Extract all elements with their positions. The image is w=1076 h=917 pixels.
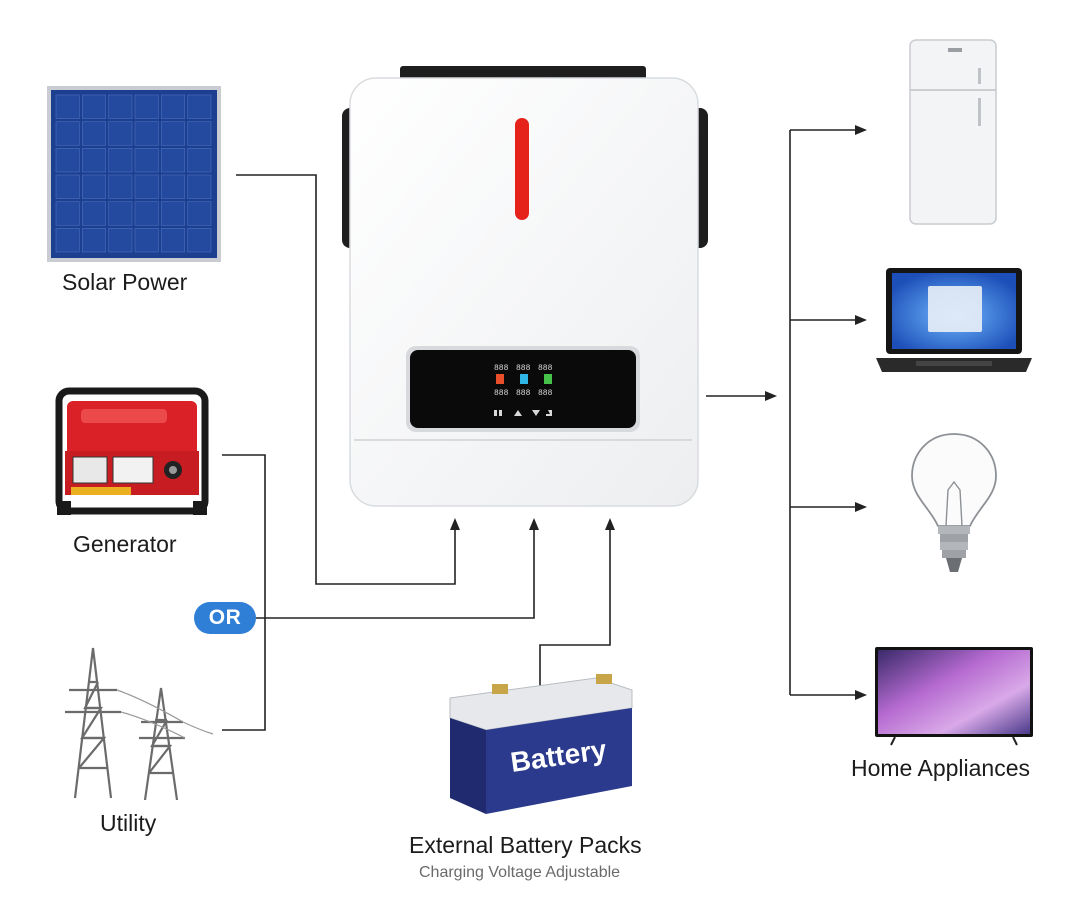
solar-cell [187, 121, 212, 146]
grid-wire [256, 518, 539, 619]
solar-cell [55, 94, 80, 119]
battery-subcaption: Charging Voltage Adjustable [419, 864, 621, 881]
solar-cell [82, 148, 106, 173]
home-appliances-label: Home Appliances [851, 755, 1030, 781]
generator-label: Generator [73, 531, 177, 557]
solar-cell [82, 121, 106, 146]
solar-cell [108, 228, 133, 253]
solar-cell [161, 148, 185, 173]
lcd-readout: 888 [494, 364, 509, 373]
laptop-icon [876, 268, 1032, 372]
tv-icon [875, 647, 1033, 746]
solar-cell [187, 148, 212, 173]
solar-cell [108, 121, 133, 146]
solar-wire [236, 174, 460, 585]
utility-tower-icon [65, 647, 214, 801]
solar-cell [108, 174, 133, 199]
solar-cell [55, 174, 80, 199]
battery-wire [539, 518, 615, 688]
solar-cell [161, 174, 185, 199]
solar-cell [82, 201, 106, 226]
solar-cell [161, 201, 185, 226]
solar-cell [134, 148, 159, 173]
battery-caption: External Battery Packs [409, 832, 642, 858]
solar-cell [108, 148, 133, 173]
solar-cell [187, 94, 212, 119]
solar-cell [187, 201, 212, 226]
lcd-readout: 888 [538, 389, 553, 398]
utility-label: Utility [100, 810, 157, 836]
solar-panel-icon [47, 86, 221, 262]
generator-wire [222, 454, 266, 731]
light-bulb-icon [911, 433, 997, 572]
solar-cell [82, 94, 106, 119]
refrigerator-icon [909, 39, 997, 225]
generator-icon [55, 387, 209, 515]
lcd-readout: 888 [516, 389, 531, 398]
solar-cell [55, 201, 80, 226]
solar-cell [82, 174, 106, 199]
solar-cell [55, 228, 80, 253]
inverter-icon: 888 888 888 888 888 888 [342, 66, 708, 507]
solar-power-label: Solar Power [62, 269, 188, 295]
solar-cell [55, 148, 80, 173]
solar-cell [134, 228, 159, 253]
solar-cell [108, 201, 133, 226]
solar-cell [55, 121, 80, 146]
solar-cell [161, 121, 185, 146]
or-badge: OR [194, 602, 256, 634]
solar-cell [161, 228, 185, 253]
solar-cell [134, 201, 159, 226]
solar-cell [108, 94, 133, 119]
solar-cell [82, 228, 106, 253]
lcd-readout: 888 [538, 364, 553, 373]
lcd-readout: 888 [494, 389, 509, 398]
lcd-readout: 888 [516, 364, 531, 373]
solar-cell [161, 94, 185, 119]
battery-icon: Battery [449, 674, 633, 814]
solar-cell [187, 174, 212, 199]
solar-cell [187, 228, 212, 253]
solar-cell [134, 94, 159, 119]
solar-cell [134, 121, 159, 146]
solar-cell [134, 174, 159, 199]
